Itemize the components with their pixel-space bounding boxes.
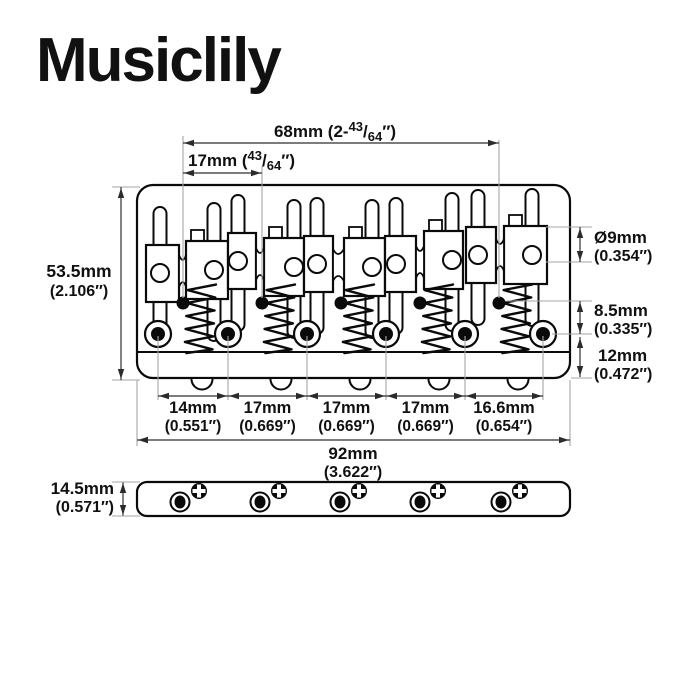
bridge-side-view <box>135 480 572 518</box>
bridge-top-view <box>135 183 572 391</box>
dim-string-spacing-label: 17mm (43/64″) <box>188 148 295 173</box>
string-hole <box>490 491 512 513</box>
dim-mount-gap-2-inch: (0.669″) <box>239 418 296 435</box>
string-hole <box>169 491 191 513</box>
dim-mount-gap-5-mm: 16.6mm <box>473 399 534 417</box>
dim-plate-height-inch: (2.106″) <box>50 283 108 300</box>
phillips-screw-icon <box>430 483 446 499</box>
intonation-screw-head-bumps <box>190 378 530 391</box>
saddle-block <box>144 243 181 304</box>
saddle-block <box>383 234 418 294</box>
dimension-lines <box>112 139 584 517</box>
dim-mount-gap-1-mm: 14mm <box>169 399 217 417</box>
dim-plate-width-inch: (3.622″) <box>324 464 382 481</box>
saddle-barrel-hole <box>228 251 248 271</box>
saddle-barrel-hole <box>284 257 304 277</box>
string-hole <box>329 491 351 513</box>
saddle-barrel-hole <box>386 254 406 274</box>
saddle-barrel-hole <box>522 245 542 265</box>
saddle-blocks <box>144 224 549 304</box>
saddle-block <box>464 225 498 285</box>
saddle-barrel-hole <box>307 254 327 274</box>
saddle-block <box>502 224 549 286</box>
dim-hole-to-edge-mm: 12mm <box>598 346 647 365</box>
saddle-barrel-hole <box>362 257 382 277</box>
mounting-hole <box>213 319 243 349</box>
dim-mount-gap-1-inch: (0.551″) <box>165 418 222 435</box>
saddle-block <box>422 229 465 291</box>
extension-lines <box>112 136 592 446</box>
dim-mount-gap-2-mm: 17mm <box>244 399 292 417</box>
saddle-block <box>226 231 258 291</box>
intonation-screw-heads <box>191 483 528 499</box>
brand-logo: Musiclily <box>36 26 282 95</box>
saddle-barrel-hole <box>204 260 224 280</box>
saddle-barrel-hole <box>442 250 462 270</box>
dim-mount-gap-4-mm: 17mm <box>402 399 450 417</box>
dim-mount-gap-4-inch: (0.669″) <box>397 418 454 435</box>
dim-plate-thickness-inch: (0.571″) <box>56 499 114 516</box>
dim-screw-offset-mm: 8.5mm <box>594 301 648 320</box>
saddle-block <box>302 234 335 294</box>
saddle-set-tabs <box>190 214 523 243</box>
phillips-screw-icon <box>512 483 528 499</box>
dim-plate-thickness-mm: 14.5mm <box>51 479 114 498</box>
dim-mount-gap-3-mm: 17mm <box>323 399 371 417</box>
dim-string-span-label: 68mm (2-43/64″) <box>274 119 396 144</box>
dim-mount-gap-3-inch: (0.669″) <box>318 418 375 435</box>
string-hole <box>249 491 271 513</box>
string-hole <box>409 491 431 513</box>
dim-hole-to-edge-inch: (0.472″) <box>594 366 652 383</box>
dim-saddle-diameter-mm: Ø9mm <box>594 228 647 247</box>
mounting-hole <box>143 319 173 349</box>
phillips-screw-icon <box>191 483 207 499</box>
string-through-holes <box>169 491 512 513</box>
dim-saddle-diameter-inch: (0.354″) <box>594 248 652 265</box>
saddle-barrel-hole <box>150 263 170 283</box>
dim-plate-height-mm: 53.5mm <box>46 261 111 281</box>
phillips-screw-icon <box>351 483 367 499</box>
dim-mount-gap-5-inch: (0.654″) <box>476 418 533 435</box>
dim-screw-offset-inch: (0.335″) <box>594 321 652 338</box>
phillips-screw-icon <box>271 483 287 499</box>
mounting-holes <box>143 319 558 349</box>
side-view-plate <box>135 480 572 518</box>
dim-plate-width-mm: 92mm <box>328 444 377 463</box>
intonation-screw-dots <box>176 296 506 310</box>
saddle-barrel-hole <box>468 245 488 265</box>
dimension-labels: 68mm (2-43/64″) 17mm (43/64″) 53.5mm (2.… <box>46 119 652 516</box>
